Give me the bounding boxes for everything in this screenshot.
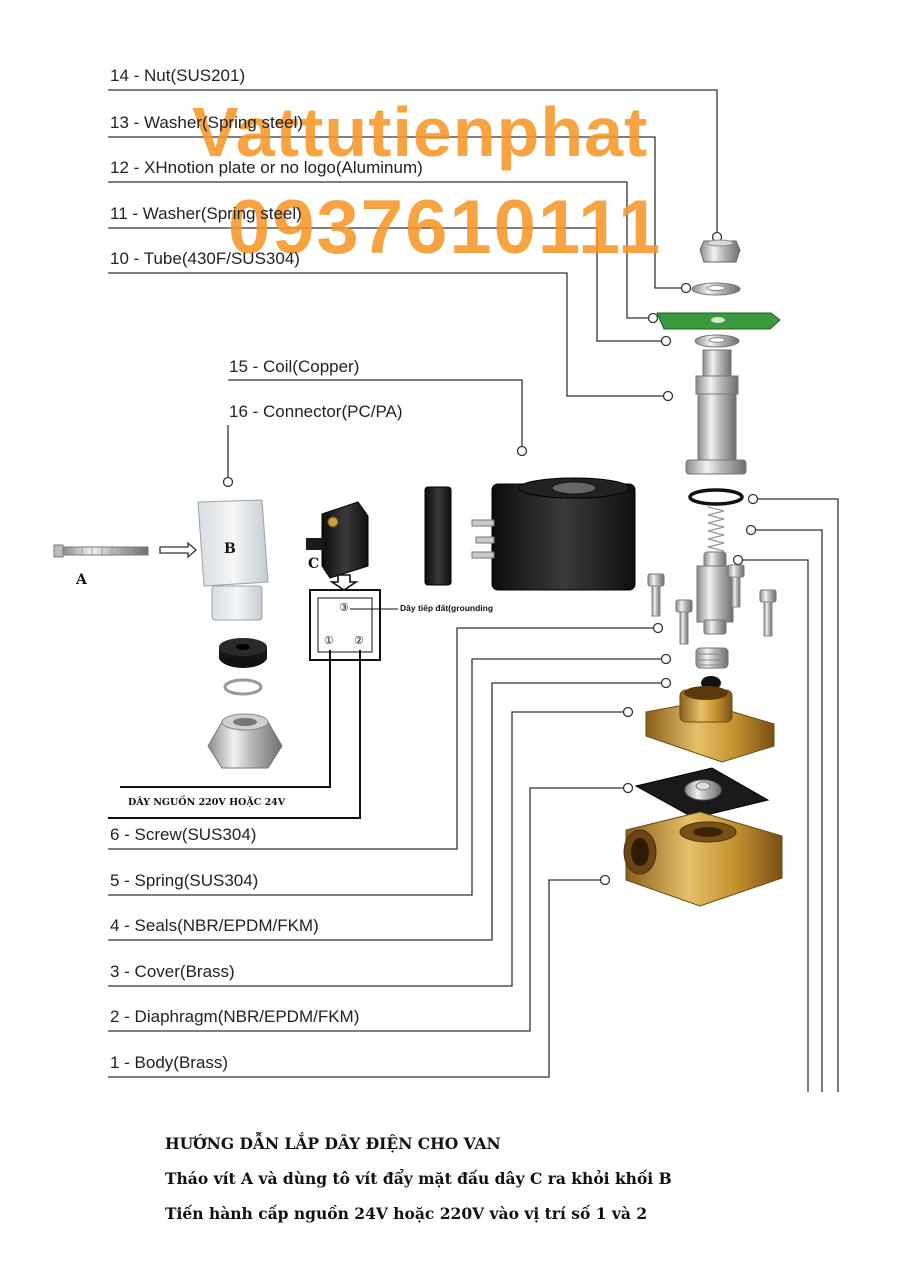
leader-lines-top	[108, 89, 718, 478]
label-washer-11: 11 - Washer(Spring steel)	[110, 204, 302, 223]
leader-lines-bottom	[108, 498, 839, 1092]
pin-1: ①	[324, 635, 334, 647]
label-spring: 5 - Spring(SUS304)	[110, 871, 259, 890]
arrow-down-c	[329, 574, 359, 591]
pin-2: ②	[354, 635, 364, 647]
instructions-line1: Tháo vít A và dùng tô vít đẩy mặt đấu dâ…	[165, 1169, 672, 1188]
diaphragm-part-2	[634, 767, 770, 819]
label-cover: 3 - Cover(Brass)	[110, 962, 235, 981]
label-body: 1 - Body(Brass)	[110, 1053, 229, 1072]
cover-part-3	[645, 686, 775, 763]
instructions-title: HƯỚNG DẪN LẮP DÂY ĐIỆN CHO VAN	[165, 1134, 501, 1153]
letter-c: C	[308, 556, 320, 572]
label-diaphragm: 2 - Diaphragm(NBR/EPDM/FKM)	[110, 1007, 360, 1026]
washer-part-13	[691, 282, 741, 296]
spring-part	[707, 506, 725, 552]
nut-part-14	[699, 239, 741, 263]
label-connector: 16 - Connector(PC/PA)	[229, 402, 403, 421]
tube-part-10	[685, 349, 747, 475]
instructions-line2: Tiến hành cấp nguồn 24V hoặc 220V vào vị…	[165, 1204, 648, 1223]
letter-b: B	[224, 541, 236, 557]
arrow-to-b	[159, 541, 197, 559]
letter-a: A	[76, 572, 87, 588]
connector-housing-b	[197, 499, 269, 621]
leader-dots-top	[222, 231, 723, 488]
power-wire-label: DÂY NGUỒN 220V HOẶC 24V	[128, 797, 286, 808]
leader-dots-bottom	[599, 493, 759, 886]
terminal-block-c	[306, 501, 369, 579]
screw-a	[53, 544, 149, 558]
gland-parts	[207, 638, 283, 769]
plunger-part	[696, 551, 734, 635]
label-screw: 6 - Screw(SUS304)	[110, 825, 257, 844]
label-seals: 4 - Seals(NBR/EPDM/FKM)	[110, 916, 319, 935]
nameplate-part-12	[656, 312, 781, 330]
grounding-label: Dây tiếp đất(grounding	[400, 603, 494, 613]
label-tube: 10 - Tube(430F/SUS304)	[110, 249, 300, 268]
label-washer-13: 13 - Washer(Spring steel)	[110, 113, 304, 132]
wiring-box	[108, 589, 398, 819]
body-part-1	[623, 811, 783, 907]
screws-part-6	[647, 564, 777, 645]
label-coil: 15 - Coil(Copper)	[229, 357, 360, 376]
washer-part-11	[694, 334, 740, 348]
small-spring-part-5	[695, 647, 729, 669]
coil-part-15	[424, 477, 636, 591]
label-nut: 14 - Nut(SUS201)	[110, 66, 246, 85]
label-nameplate: 12 - XHnotion plate or no logo(Aluminum)	[110, 158, 423, 177]
watermark-phone: 0937610111	[228, 185, 663, 270]
oring-part	[688, 488, 744, 506]
watermark-brand: Vattutienphat	[192, 93, 649, 171]
pin-ground: ③	[339, 602, 349, 614]
